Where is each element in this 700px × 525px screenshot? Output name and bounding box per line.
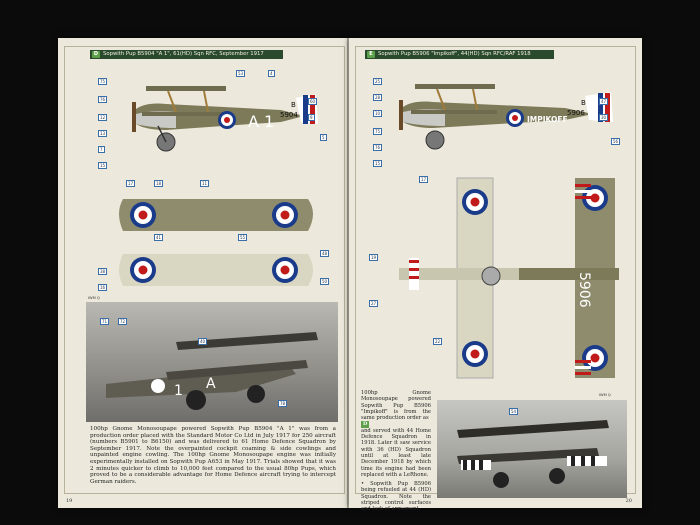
caption-service: and served with 44 Home Defence Squadron… xyxy=(361,427,431,478)
callout: 76 xyxy=(373,144,383,151)
photo-credit: IWM Q xyxy=(599,393,611,397)
wing-serial: 5906 xyxy=(576,272,592,308)
photo-biplane-drawing: 1 A xyxy=(106,332,318,410)
callout: 15 xyxy=(373,160,383,167)
upper-wing-plan xyxy=(119,199,313,231)
callout: 19 xyxy=(369,254,379,261)
photo-code-number: 1 xyxy=(174,383,183,399)
callout: 17 xyxy=(126,180,136,187)
callout: 5 xyxy=(320,134,327,141)
lower-wing-plan xyxy=(119,254,313,286)
photo-code-letter: A xyxy=(206,376,216,392)
fuselage-name: IMPIKOFF xyxy=(527,115,568,124)
profile-title: Sopwith Pup B5904 "A 1", 61(HD) Sqn RFC,… xyxy=(103,51,264,57)
caption-text: 100hp Gnome Monosoupape powered Sopwith … xyxy=(90,426,336,485)
callout: 16 xyxy=(98,284,108,291)
callout: 12 xyxy=(98,114,108,121)
callout: 71 xyxy=(100,318,110,325)
callout: 15 xyxy=(98,162,108,169)
callout: 4 xyxy=(268,70,275,77)
fin-letter: B xyxy=(291,101,296,109)
inline-profile-badge: D xyxy=(361,421,370,428)
fin-letter: B xyxy=(581,99,586,107)
photo-credit: IWM Q xyxy=(88,296,100,300)
callout: 48 xyxy=(320,250,330,257)
caption-intro: 100hp Gnome Monosoupape powered Sopwith … xyxy=(361,390,431,422)
callout: 75 xyxy=(373,128,383,135)
photo-biplane-drawing xyxy=(457,420,609,488)
callout: 50 xyxy=(320,278,330,285)
callout: 72 xyxy=(118,318,128,325)
fin-serial: 5904 xyxy=(280,111,298,119)
fin-serial: 5906 xyxy=(567,109,585,117)
callout: 76 xyxy=(98,96,108,103)
callout: 17 xyxy=(419,176,429,183)
callout: 25 xyxy=(373,78,383,85)
right-page: E Sopwith Pup B5906 "Impikoff", 44(HD) S… xyxy=(349,38,642,512)
callout: 40 xyxy=(198,338,208,345)
callout: 41 xyxy=(154,234,164,241)
callout: 7 xyxy=(98,146,105,153)
callout: 75 xyxy=(98,78,108,85)
callout: 38 xyxy=(98,268,108,275)
callout: 60 xyxy=(308,98,318,105)
callout: 28 xyxy=(373,94,383,101)
callout: 78 xyxy=(278,400,288,407)
callout: 22 xyxy=(433,338,443,345)
fuselage-code-number: 1 xyxy=(264,112,274,131)
callout: 9 xyxy=(308,114,315,121)
callout: 47 xyxy=(599,98,609,105)
caption-block: 100hp Gnome Monosoupape powered Sopwith … xyxy=(361,390,431,513)
callout: 30 xyxy=(599,114,609,121)
callout: 10 xyxy=(373,110,383,117)
page-number: 20 xyxy=(625,498,632,504)
callout: 11 xyxy=(200,180,210,187)
callout: 27 xyxy=(369,300,379,307)
photo-caption: • Sopwith Pup B5906 being refueled at 44… xyxy=(361,481,431,513)
fuselage-code-letter: A xyxy=(248,112,259,131)
profile-header: E Sopwith Pup B5906 "Impikoff", 44(HD) S… xyxy=(365,50,554,59)
plan-views: 5906 xyxy=(399,177,619,379)
profile-title: Sopwith Pup B5906 "Impikoff", 44(HD) Sqn… xyxy=(378,51,531,57)
left-page: D Sopwith Pup B5904 "A 1", 61(HD) Sqn RF… xyxy=(58,38,351,508)
page-number: 19 xyxy=(66,498,73,504)
callout: 53 xyxy=(236,70,246,77)
archive-photo: 1 A xyxy=(86,302,338,422)
profile-letter-badge: D xyxy=(92,51,100,58)
archive-photo xyxy=(437,400,627,498)
callout: 18 xyxy=(154,180,164,187)
callout: 56 xyxy=(611,138,621,145)
side-profile-b5904: A 1 5904 B xyxy=(132,86,318,152)
callout: 54 xyxy=(509,408,519,415)
page-frame xyxy=(64,46,345,494)
side-profile-b5906: IMPIKOFF 5906 B xyxy=(399,84,613,150)
callout: 55 xyxy=(238,234,248,241)
profile-letter-badge: E xyxy=(367,51,375,58)
profile-header: D Sopwith Pup B5904 "A 1", 61(HD) Sqn RF… xyxy=(90,50,283,59)
callout: 13 xyxy=(98,130,108,137)
